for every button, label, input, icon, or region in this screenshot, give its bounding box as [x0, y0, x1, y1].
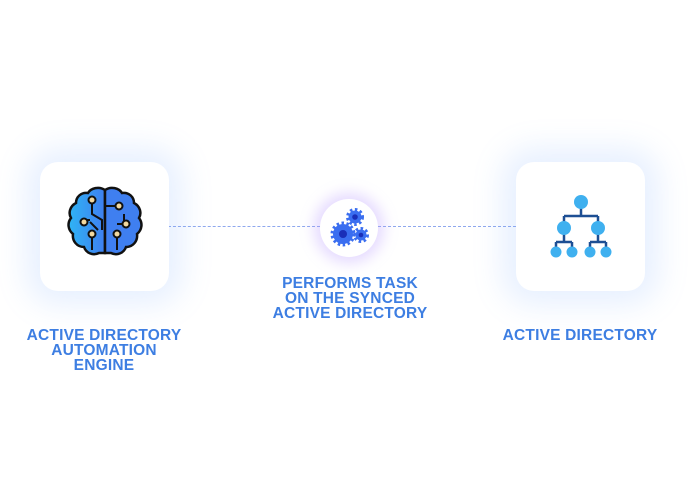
task-label-line: ON THE SYNCED	[284, 290, 416, 307]
directory-card	[516, 162, 645, 291]
task-hub	[320, 199, 378, 257]
hierarchy-tree-icon	[550, 194, 611, 257]
engine-card	[40, 162, 169, 291]
task-label: PERFORMS TASK ON THE SYNCED ACTIVE DIREC…	[250, 275, 450, 322]
gears-icon	[330, 208, 369, 247]
task-label-line: PERFORMS TASK	[282, 275, 418, 292]
engine-label-line: AUTOMATION	[51, 342, 157, 359]
engine-label: ACTIVE DIRECTORY AUTOMATION ENGINE	[4, 327, 204, 374]
engine-label-line: ENGINE	[73, 357, 135, 374]
brain-circuit-icon	[66, 186, 143, 255]
task-label-line: ACTIVE DIRECTORY	[272, 305, 428, 322]
directory-label-line: ACTIVE DIRECTORY	[502, 327, 658, 344]
connector-right	[378, 226, 516, 227]
engine-label-line: ACTIVE DIRECTORY	[26, 327, 182, 344]
directory-label: ACTIVE DIRECTORY	[480, 327, 680, 344]
connector-left	[168, 226, 320, 227]
